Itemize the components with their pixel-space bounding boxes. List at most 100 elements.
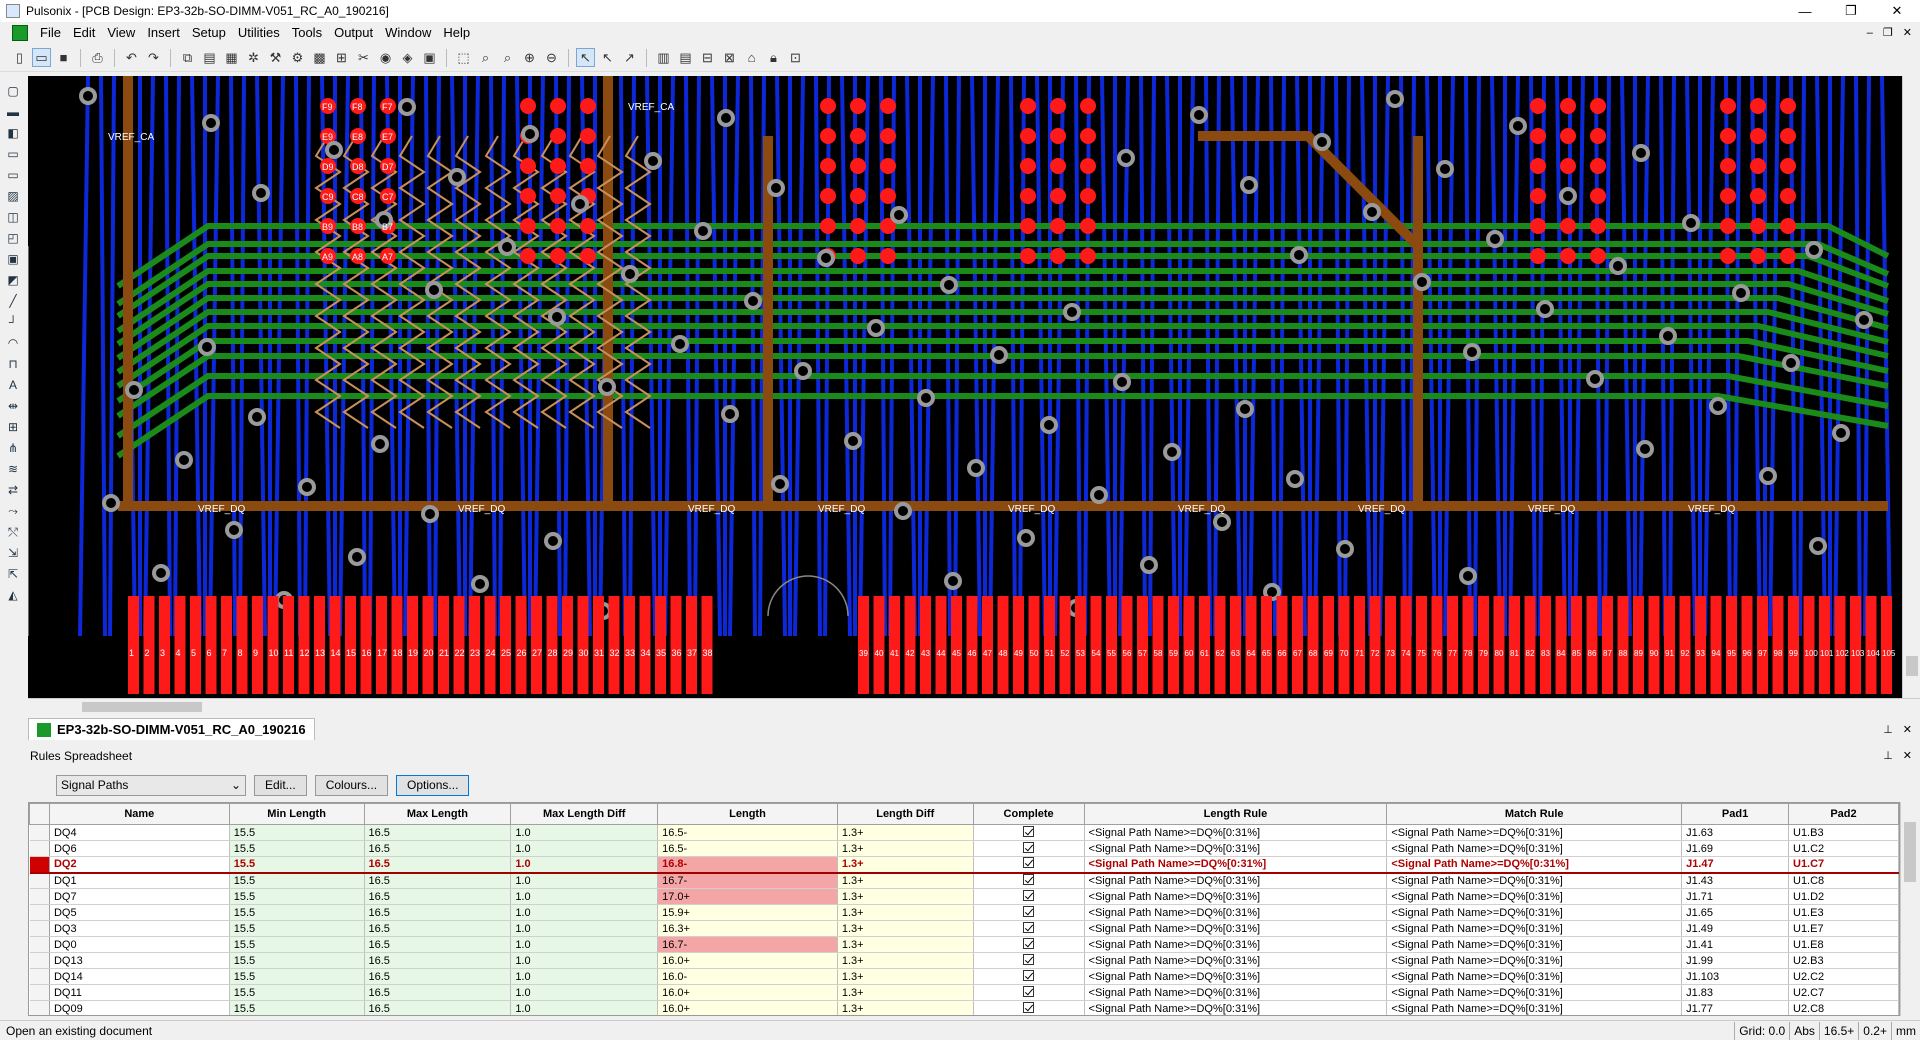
select-pointer-3-icon[interactable]: ↗ — [624, 49, 635, 65]
max-length-cell[interactable]: 16.5 — [364, 936, 512, 953]
length-diff-cell[interactable]: 1.3+ — [837, 920, 974, 937]
pin-icon[interactable]: ⊥ — [1883, 750, 1893, 762]
length-cell[interactable]: 16.5- — [657, 824, 838, 841]
layer-icon[interactable]: ◩ — [7, 273, 19, 287]
pad2-cell[interactable]: U2.B3 — [1788, 952, 1899, 969]
min-length-cell[interactable]: 15.5 — [229, 968, 365, 985]
select-pointer-2-icon[interactable]: ↖ — [602, 49, 613, 65]
length-rule-cell[interactable]: <Signal Path Name>=DQ%[0:31%] — [1084, 936, 1388, 953]
length-rule-cell[interactable]: <Signal Path Name>=DQ%[0:31%] — [1084, 920, 1388, 937]
table-icon[interactable]: ▤ — [679, 49, 692, 65]
max-length-diff-cell[interactable]: 1.0 — [510, 856, 659, 874]
max-length-diff-cell[interactable]: 1.0 — [510, 984, 659, 1001]
pad1-cell[interactable]: J1.99 — [1681, 952, 1789, 969]
rule-type-dropdown[interactable]: Signal Paths ⌄ — [56, 774, 246, 796]
board-icon[interactable]: ▬ — [7, 105, 19, 119]
length-diff-cell[interactable]: 1.3+ — [837, 824, 974, 841]
max-length-diff-cell[interactable]: 1.0 — [510, 968, 659, 985]
complete-checkbox[interactable] — [1023, 921, 1035, 933]
max-length-cell[interactable]: 16.5 — [364, 824, 512, 841]
complete-cell[interactable] — [973, 936, 1085, 953]
length-diff-cell[interactable]: 1.3+ — [837, 840, 974, 857]
match-rule-cell[interactable]: <Signal Path Name>=DQ%[0:31%] — [1386, 904, 1683, 921]
component-icon[interactable]: ▦ — [225, 49, 238, 65]
max-length-diff-cell[interactable]: 1.0 — [510, 872, 659, 889]
max-length-cell[interactable]: 16.5 — [364, 856, 512, 874]
name-cell[interactable]: DQ3 — [49, 920, 230, 937]
length-diff-cell[interactable]: 1.3+ — [837, 968, 974, 985]
spreadsheet-vertical-scrollbar[interactable] — [1900, 802, 1918, 1016]
menu-window[interactable]: Window — [385, 25, 432, 40]
complete-checkbox[interactable] — [1023, 985, 1035, 997]
match-rule-cell[interactable]: <Signal Path Name>=DQ%[0:31%] — [1386, 920, 1683, 937]
push-icon[interactable]: ⇲ — [7, 546, 19, 560]
column-header-max-length[interactable]: Max Length — [363, 803, 512, 825]
row-header[interactable] — [29, 824, 50, 841]
length-rule-cell[interactable]: <Signal Path Name>=DQ%[0:31%] — [1084, 968, 1388, 985]
min-length-cell[interactable]: 15.5 — [229, 952, 365, 969]
row-header[interactable] — [29, 920, 50, 937]
min-length-cell[interactable]: 15.5 — [229, 824, 365, 841]
measure-icon[interactable]: ⊞ — [7, 420, 19, 434]
length-rule-cell[interactable]: <Signal Path Name>=DQ%[0:31%] — [1084, 872, 1388, 889]
shape-icon[interactable]: ▨ — [7, 189, 19, 203]
complete-checkbox[interactable] — [1023, 905, 1035, 917]
length-cell[interactable]: 16.5- — [657, 840, 838, 857]
text-icon[interactable]: A — [8, 378, 17, 392]
pad-icon[interactable]: ◫ — [7, 210, 19, 224]
match-rule-cell[interactable]: <Signal Path Name>=DQ%[0:31%] — [1386, 968, 1683, 985]
row-header[interactable] — [29, 936, 50, 953]
zoom-fit-icon[interactable]: ⬚ — [457, 49, 470, 65]
options-button[interactable]: Options... — [396, 774, 470, 796]
row-header[interactable] — [29, 840, 50, 857]
min-length-cell[interactable]: 15.5 — [229, 904, 365, 921]
max-length-cell[interactable]: 16.5 — [364, 952, 512, 969]
close-icon[interactable]: ✕ — [1902, 750, 1912, 762]
column-header-name[interactable]: Name — [48, 803, 230, 825]
close-button[interactable]: ✕ — [1891, 3, 1903, 18]
area-icon[interactable]: ▭ — [7, 168, 19, 182]
row-header[interactable] — [29, 1000, 50, 1015]
length-cell[interactable]: 16.0+ — [657, 952, 838, 969]
drag-icon[interactable]: ⇱ — [7, 567, 19, 581]
match-rule-cell[interactable]: <Signal Path Name>=DQ%[0:31%] — [1386, 840, 1683, 857]
pad2-cell[interactable]: U2.C8 — [1788, 1000, 1899, 1015]
select-pointer-icon[interactable]: ↖ — [576, 48, 595, 67]
length-cell[interactable]: 16.7- — [657, 872, 838, 889]
column-header-max-length-diff[interactable]: Max Length Diff — [510, 803, 659, 825]
column-header-min-length[interactable]: Min Length — [228, 803, 365, 825]
lock-icon[interactable]: 🔒︎ — [770, 49, 777, 65]
max-length-cell[interactable]: 16.5 — [364, 904, 512, 921]
complete-cell[interactable] — [973, 872, 1085, 889]
pad1-cell[interactable]: J1.77 — [1681, 1000, 1789, 1015]
complete-cell[interactable] — [973, 840, 1085, 857]
zoom-area-icon[interactable]: ⌕ — [503, 49, 512, 65]
name-cell[interactable]: DQ7 — [49, 888, 230, 905]
row-header[interactable] — [29, 904, 50, 921]
complete-cell[interactable] — [973, 952, 1085, 969]
pad1-cell[interactable]: J1.83 — [1681, 984, 1789, 1001]
length-diff-cell[interactable]: 1.3+ — [837, 888, 974, 905]
tools-icon[interactable]: ✂ — [358, 49, 369, 65]
column-header-match-rule[interactable]: Match Rule — [1386, 803, 1683, 825]
length-diff-cell[interactable]: 1.3+ — [837, 984, 974, 1001]
complete-checkbox[interactable] — [1023, 857, 1035, 869]
column-header-length-diff[interactable]: Length Diff — [836, 803, 974, 825]
document-icon[interactable] — [12, 25, 28, 41]
pad2-cell[interactable]: U1.E7 — [1788, 920, 1899, 937]
jumper-icon[interactable]: ⊓ — [8, 357, 18, 371]
complete-checkbox[interactable] — [1023, 889, 1035, 901]
pad1-cell[interactable]: J1.63 — [1681, 824, 1789, 841]
match-rule-cell[interactable]: <Signal Path Name>=DQ%[0:31%] — [1386, 1000, 1683, 1015]
document-tab[interactable]: EP3-32b-SO-DIMM-V051_RC_A0_190216 — [28, 718, 315, 740]
dimension-icon[interactable]: ⇹ — [7, 399, 19, 413]
tune-icon[interactable]: ≋ — [7, 462, 19, 476]
abs-readout[interactable]: Abs — [1789, 1021, 1819, 1040]
length-cell[interactable]: 16.0+ — [657, 984, 838, 1001]
